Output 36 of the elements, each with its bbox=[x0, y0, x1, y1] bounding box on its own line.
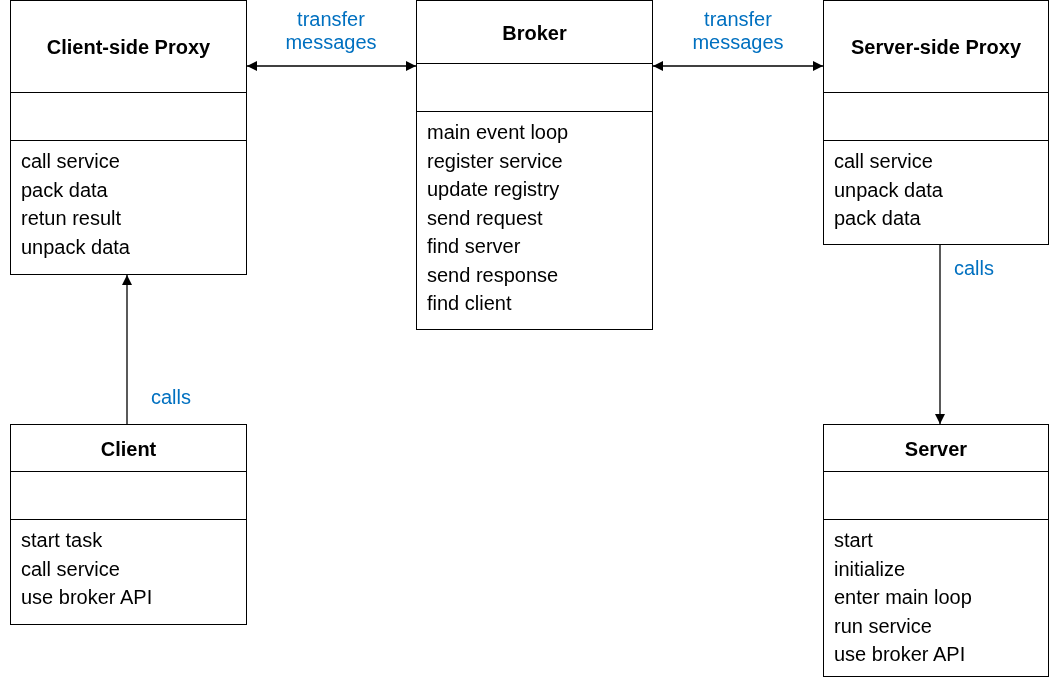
method-text: find client bbox=[427, 291, 512, 316]
method-text: find server bbox=[427, 234, 521, 259]
class-name: Client-side Proxy bbox=[46, 35, 211, 59]
method-text: start bbox=[834, 528, 873, 553]
class-box bbox=[823, 424, 1049, 677]
method-text: start task bbox=[21, 528, 103, 553]
class-box bbox=[10, 0, 247, 275]
method-text: call service bbox=[834, 149, 933, 174]
method-text: unpack data bbox=[21, 234, 130, 260]
class-name: Server bbox=[904, 436, 968, 461]
class-box bbox=[823, 0, 1049, 245]
method-text: run service bbox=[834, 613, 932, 639]
arrow bbox=[935, 244, 945, 425]
method-text: use broker API bbox=[834, 642, 966, 667]
method-text: main event loop bbox=[427, 120, 569, 145]
method-text: update registry bbox=[427, 177, 560, 202]
method-text: pack data bbox=[21, 177, 108, 203]
class-name: Broker bbox=[502, 20, 567, 45]
class-box bbox=[416, 0, 653, 330]
method-text: initialize bbox=[834, 556, 906, 582]
class-name: Client bbox=[100, 436, 157, 461]
class-name: Server-side Proxy bbox=[850, 35, 1022, 59]
method-text: call service bbox=[21, 556, 120, 582]
method-text: send response bbox=[427, 262, 559, 288]
method-text: register service bbox=[427, 148, 563, 174]
method-text: retun result bbox=[21, 206, 122, 231]
method-text: enter main loop bbox=[834, 585, 972, 610]
method-text: call service bbox=[21, 149, 120, 174]
arrow bbox=[246, 61, 417, 71]
method-text: pack data bbox=[834, 206, 921, 231]
method-text: send request bbox=[427, 205, 543, 231]
arrow bbox=[652, 61, 824, 71]
method-text: unpack data bbox=[834, 177, 943, 203]
class-box bbox=[10, 424, 247, 625]
method-text: use broker API bbox=[21, 585, 153, 610]
arrow bbox=[122, 274, 132, 425]
